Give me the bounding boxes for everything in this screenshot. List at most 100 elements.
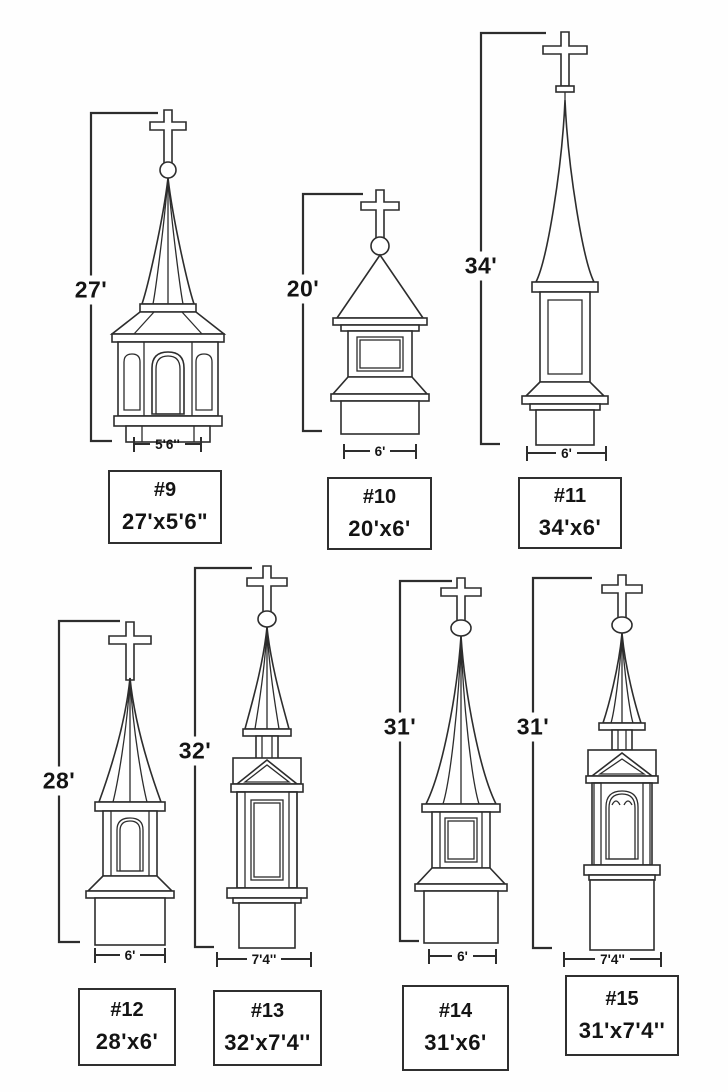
width-dimension: 6'	[343, 443, 417, 459]
cross-finial	[108, 621, 152, 681]
steeple-dimensions: 34'x6'	[538, 515, 602, 540]
width-dimension: 6'	[94, 947, 166, 963]
steeple-number: #12	[110, 999, 144, 1021]
steeple-label-box: #15 31'x7'4''	[565, 975, 679, 1056]
width-dimension-label: 6'	[124, 947, 136, 963]
ball-finial	[611, 616, 633, 634]
width-dimension: 5'6''	[133, 436, 202, 452]
base	[226, 887, 308, 949]
base	[521, 381, 609, 446]
height-dimension-label: 28'	[38, 766, 80, 796]
cornice	[113, 415, 223, 427]
base	[414, 867, 508, 944]
steeple-label-box: #11 34'x6'	[518, 477, 622, 549]
spire	[531, 99, 599, 293]
steeple-dimensions: 27'x5'6"	[121, 509, 209, 534]
louver-panel	[447, 820, 475, 860]
belfry	[591, 782, 653, 866]
steeple-dimensions: 32'x7'4''	[224, 1030, 311, 1055]
width-dimension-label: 6'	[561, 445, 572, 461]
lantern	[117, 341, 219, 417]
steeple-dimensions: 31'x7'4''	[578, 1017, 666, 1043]
steeple-dimensions: 20'x6'	[348, 515, 411, 541]
steeple-9-drawing	[109, 109, 227, 443]
height-dimension-label: 31'	[379, 712, 421, 742]
height-dimension-label: 32'	[174, 736, 216, 766]
arched-window	[151, 351, 185, 415]
base	[330, 376, 430, 435]
cross-finial	[149, 109, 187, 179]
neck	[255, 735, 279, 761]
ball-finial	[257, 610, 277, 628]
cross-finial	[601, 574, 643, 634]
width-dimension-label: 5'6''	[155, 436, 180, 452]
steeple-15-drawing	[583, 574, 661, 951]
cross-finial	[246, 565, 288, 628]
steeple-number: #14	[438, 1000, 473, 1022]
base	[125, 425, 211, 443]
collar	[555, 85, 575, 93]
steeple-number: #9	[153, 479, 177, 501]
ball-finial	[370, 236, 390, 256]
width-dimension: 7'4''	[563, 951, 662, 967]
louver-panel	[359, 339, 401, 369]
ball-finial	[159, 161, 177, 179]
width-dimension: 7'4''	[216, 951, 312, 967]
steeple-13-drawing	[226, 565, 308, 949]
width-dimension-label: 6'	[457, 948, 468, 964]
steeple-label-box: #12 28'x6'	[78, 988, 176, 1066]
width-dimension-label: 7'4''	[251, 951, 277, 967]
belfry	[431, 811, 491, 869]
spire	[598, 632, 646, 731]
arched-louver	[605, 790, 639, 860]
belfry	[102, 810, 158, 877]
grid-window	[250, 799, 284, 881]
steeple-12-drawing	[85, 621, 175, 946]
spire	[94, 677, 166, 812]
base	[583, 864, 661, 951]
neck	[611, 729, 633, 751]
cross-finial	[542, 31, 588, 100]
spire	[421, 635, 501, 813]
height-dimension-label: 31'	[512, 712, 554, 742]
steeple-label-box: #9 27'x5'6"	[108, 470, 222, 544]
steeple-number: #15	[605, 987, 639, 1010]
height-dimension-label: 27'	[70, 275, 112, 305]
steeple-number: #11	[553, 485, 587, 507]
width-dimension: 6'	[526, 445, 607, 461]
height-dimension-bracket	[398, 579, 452, 943]
belfry	[236, 791, 298, 889]
cross-finial	[440, 577, 482, 637]
steeple-dimensions: 31'x6'	[424, 1030, 487, 1055]
height-dimension-bracket	[531, 576, 592, 950]
louver-right	[195, 353, 213, 411]
height-dimension-bracket	[301, 192, 363, 433]
cross-finial	[360, 189, 400, 256]
steeple-10-drawing	[330, 189, 430, 435]
steeple-14-drawing	[414, 577, 508, 944]
pediment	[230, 757, 304, 793]
spire	[242, 626, 292, 737]
base	[85, 875, 175, 946]
width-dimension: 6'	[428, 948, 497, 964]
spire	[332, 253, 428, 332]
height-dimension-label: 34'	[460, 251, 502, 281]
window-grid	[155, 355, 181, 415]
belfry	[347, 330, 413, 378]
spire	[139, 177, 197, 313]
steeple-number: #10	[362, 485, 397, 508]
steeple-dimensions: 28'x6'	[95, 1029, 159, 1054]
bell-roof	[109, 311, 227, 343]
pediment	[585, 749, 659, 784]
arched-louver	[116, 817, 144, 872]
louver-left	[123, 353, 141, 411]
height-dimension-label: 20'	[282, 274, 324, 304]
steeple-label-box: #13 32'x7'4''	[213, 990, 322, 1066]
height-dimension-bracket	[479, 31, 546, 446]
steeple-label-box: #10 20'x6'	[327, 477, 432, 550]
width-dimension-label: 6'	[374, 443, 386, 459]
lattice-panel	[547, 299, 583, 375]
steeple-number: #13	[250, 1000, 285, 1022]
steeple-label-box: #14 31'x6'	[402, 985, 509, 1071]
